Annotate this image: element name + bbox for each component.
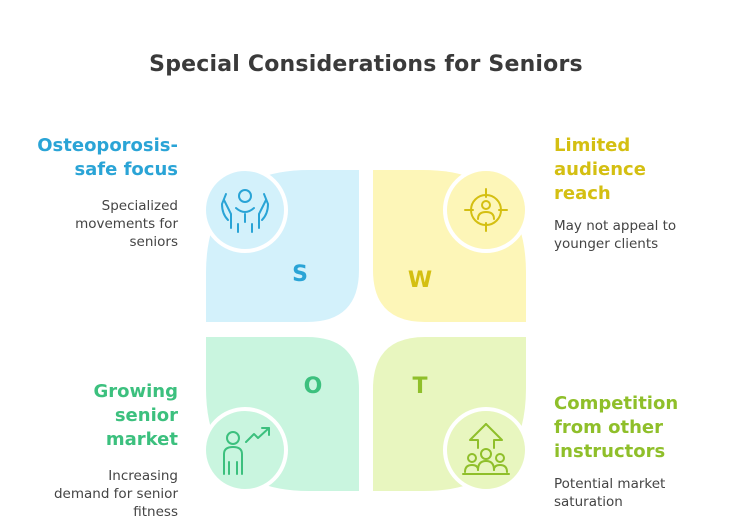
strength-heading: Osteoporosis- safe focus <box>37 135 178 180</box>
raised-hands-person-icon <box>202 167 288 253</box>
quadrant-letter-s: S <box>292 262 308 287</box>
strength-description: Specialized movements for seniors <box>75 198 178 250</box>
opportunity-description: Increasing demand for senior fitness <box>53 468 178 520</box>
weakness-heading: Limited audience reach <box>554 135 646 204</box>
opportunity-heading: Growing senior market <box>93 381 178 450</box>
person-growth-arrow-icon <box>202 407 288 493</box>
page-title: Special Considerations for Seniors <box>149 52 583 77</box>
target-person-icon <box>443 167 529 253</box>
threat-heading: Competition from other instructors <box>554 393 679 462</box>
quadrant-letter-w: W <box>408 268 432 293</box>
quadrant-letter-o: O <box>304 374 323 399</box>
threat-description: Potential market saturation <box>554 476 666 510</box>
quadrant-letter-t: T <box>412 374 427 399</box>
weakness-description: May not appeal to younger clients <box>554 218 677 252</box>
crowd-arrow-icon <box>443 407 529 493</box>
